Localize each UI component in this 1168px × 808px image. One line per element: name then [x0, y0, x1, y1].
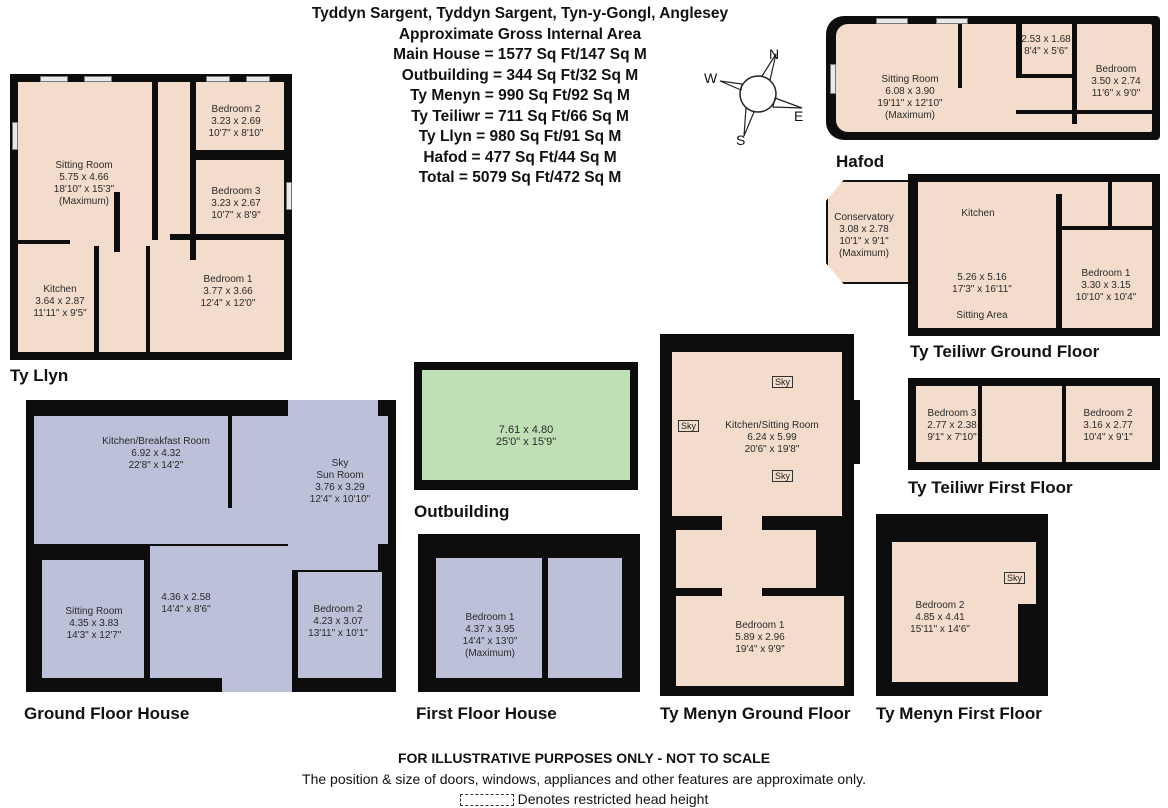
room-label: Bedroom 2 3.16 x 2.77 10'4" x 9'1" — [1083, 408, 1133, 443]
restricted-head-height-icon — [459, 794, 514, 807]
area-hafod: Hafod = 477 Sq Ft/44 Sq M — [423, 148, 617, 166]
plan-label-ty-menyn-ground: Ty Menyn Ground Floor — [660, 704, 851, 723]
legend-text: Denotes restricted head height — [517, 791, 709, 807]
compass-north: N — [769, 46, 780, 62]
plan-first-floor-house: Bedroom 1 4.37 x 3.95 14'4" x 13'0" (Max… — [418, 534, 640, 692]
room-label: Bedroom 1 5.89 x 2.96 19'4" x 9'9" — [735, 620, 785, 655]
compass-icon: N E S W — [700, 40, 810, 150]
plan-label-ty-teiliwr-first: Ty Teiliwr First Floor — [908, 478, 1073, 497]
room-label: Bedroom 3 2.77 x 2.38 9'1" x 7'10" — [927, 408, 977, 443]
plan-hafod: Sitting Room 6.08 x 3.90 19'11" x 12'10"… — [826, 16, 1160, 140]
area-ty-menyn: Ty Menyn = 990 Sq Ft/92 Sq M — [410, 87, 630, 104]
skylight: Sky — [678, 420, 700, 432]
room-label: Bedroom 2 4.23 x 3.07 13'11" x 10'1" — [308, 604, 368, 639]
room-label: Bedroom 1 3.77 x 3.66 12'4" x 12'0" — [200, 274, 256, 309]
skylight: Sky — [1004, 572, 1026, 584]
plan-ty-menyn-ground: Sky Sky Sky Kitchen/Sitting Room 6.24 x … — [660, 334, 860, 696]
plan-ground-floor-house: Kitchen/Breakfast Room 6.92 x 4.32 22'8"… — [26, 400, 396, 692]
plan-label-ground-floor-house: Ground Floor House — [24, 704, 190, 723]
area-total: Total = 5079 Sq Ft/472 Sq M — [418, 169, 622, 186]
legend: Denotes restricted head height — [0, 791, 1168, 807]
room-label: Bedroom 3 3.23 x 2.67 10'7" x 8'9" — [211, 186, 261, 221]
room-label: Bedroom 3.50 x 2.74 11'6" x 9'0" — [1091, 64, 1141, 99]
room-label: Bedroom 2 3.23 x 2.69 10'7" x 8'10" — [208, 104, 264, 139]
plan-ty-teiliwr-ground: Conservatory 3.08 x 2.78 10'1" x 9'1" (M… — [822, 174, 1160, 336]
area-outbuilding: Outbuilding = 344 Sq Ft/32 Sq M — [401, 66, 639, 84]
room-label: 2.53 x 1.68 8'4" x 5'6" — [1021, 34, 1071, 57]
plan-outbuilding: 7.61 x 4.80 25'0" x 15'9" — [414, 362, 638, 490]
room-label: Bedroom 1 3.30 x 3.15 10'10" x 10'4" — [1075, 268, 1137, 303]
room-label: Bedroom 1 4.37 x 3.95 14'4" x 13'0" (Max… — [462, 612, 518, 659]
plan-label-outbuilding: Outbuilding — [414, 502, 510, 521]
property-title: Tyddyn Sargent, Tyddyn Sargent, Tyn-y-Go… — [311, 5, 729, 22]
area-summary: Tyddyn Sargent, Tyddyn Sargent, Tyn-y-Go… — [250, 4, 790, 189]
plan-label-hafod: Hafod — [836, 152, 885, 171]
room-label: Sky Sun Room 3.76 x 3.29 12'4" x 10'10" — [309, 458, 371, 505]
compass-east: E — [794, 108, 804, 124]
room-label: 4.36 x 2.58 14'4" x 8'6" — [161, 592, 211, 615]
room-label: Sitting Area — [956, 310, 1008, 321]
room-label: 7.61 x 4.80 25'0" x 15'9" — [495, 424, 557, 448]
room-label: Kitchen/Breakfast Room 6.92 x 4.32 22'8"… — [102, 436, 210, 471]
room-label: 5.26 x 5.16 17'3" x 16'11" — [952, 272, 1012, 295]
area-main-house: Main House = 1577 Sq Ft/147 Sq M — [393, 46, 647, 63]
area-subtitle: Approximate Gross Internal Area — [398, 25, 642, 43]
room-label: Sitting Room 6.08 x 3.90 19'11" x 12'10"… — [877, 74, 943, 121]
room-label: Conservatory 3.08 x 2.78 10'1" x 9'1" (M… — [834, 212, 894, 259]
area-ty-llyn: Ty Llyn = 980 Sq Ft/91 Sq M — [418, 128, 622, 145]
area-ty-teiliwr: Ty Teiliwr = 711 Sq Ft/66 Sq M — [411, 107, 629, 125]
room-label: Sitting Room 4.35 x 3.83 14'3" x 12'7" — [65, 606, 123, 641]
plan-label-ty-llyn: Ty Llyn — [10, 366, 69, 385]
room-label: Bedroom 2 4.85 x 4.41 15'11" x 14'6" — [910, 600, 970, 635]
plan-label-ty-teiliwr-ground: Ty Teiliwr Ground Floor — [910, 342, 1100, 361]
room-label: Kitchen — [961, 208, 995, 219]
plan-ty-menyn-first: Sky Bedroom 2 4.85 x 4.41 15'11" x 14'6" — [876, 514, 1048, 696]
room-label: Kitchen/Sitting Room 6.24 x 5.99 20'6" x… — [725, 420, 819, 455]
compass-west: W — [704, 70, 718, 86]
skylight: Sky — [772, 376, 794, 388]
room-label: Sitting Room 5.75 x 4.66 18'10" x 15'3" … — [53, 160, 115, 207]
plan-label-ty-menyn-first: Ty Menyn First Floor — [876, 704, 1042, 723]
approximation-note: The position & size of doors, windows, a… — [302, 771, 866, 787]
compass-south: S — [736, 132, 746, 148]
plan-ty-teiliwr-first: Bedroom 3 2.77 x 2.38 9'1" x 7'10" Bedro… — [908, 378, 1160, 470]
plan-ty-llyn: Sitting Room 5.75 x 4.66 18'10" x 15'3" … — [10, 74, 292, 360]
plan-label-first-floor-house: First Floor House — [416, 704, 557, 723]
disclaimer: FOR ILLUSTRATIVE PURPOSES ONLY - NOT TO … — [397, 750, 771, 766]
skylight: Sky — [772, 470, 794, 482]
room-label: Kitchen 3.64 x 2.87 11'11" x 9'5" — [33, 284, 87, 319]
